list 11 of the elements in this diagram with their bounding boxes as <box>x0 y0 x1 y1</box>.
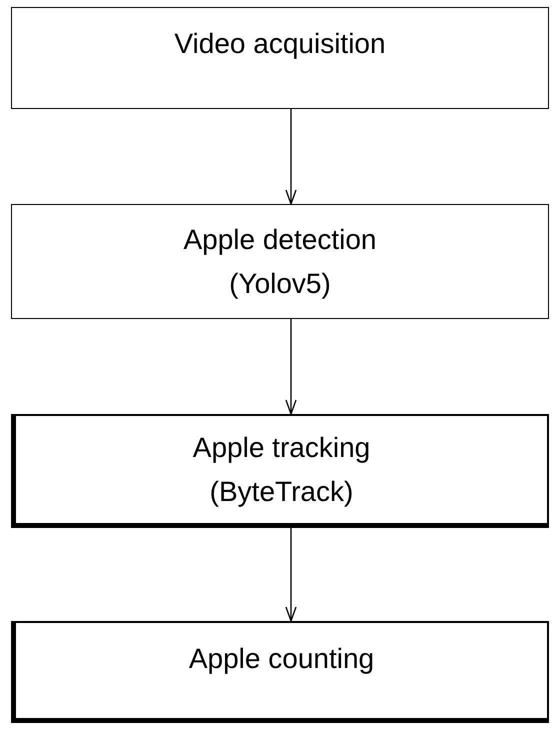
arrow <box>285 109 297 205</box>
process-box <box>11 7 549 109</box>
arrow <box>285 319 297 415</box>
process-box <box>11 204 549 319</box>
box-label: Apple detection (Yolov5) <box>182 222 378 301</box>
arrow <box>285 528 297 622</box>
process-box <box>11 414 549 528</box>
box-label: Video acquisition <box>174 27 386 61</box>
box-label: Apple counting <box>188 642 374 676</box>
box-label: Apple tracking (ByteTrack) <box>192 430 372 509</box>
process-box <box>11 621 549 723</box>
